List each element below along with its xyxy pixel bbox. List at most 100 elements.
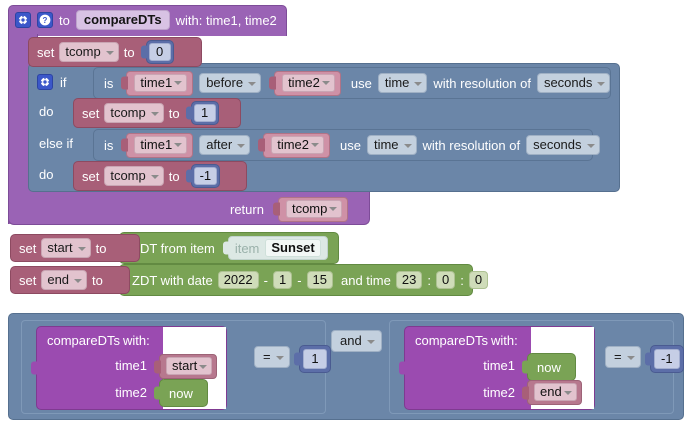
gear-icon[interactable] (15, 12, 31, 28)
variable-name: time1 (140, 136, 173, 152)
variable-name: start (172, 358, 198, 373)
do-label: do (39, 167, 54, 182)
return-variable-block[interactable]: tcomp (277, 196, 349, 222)
variable-name: end (47, 272, 70, 287)
procedure-header-content: ? to compareDTs with: time1, time2 (15, 9, 277, 31)
number-value[interactable]: 1 (193, 104, 216, 122)
number-block-compare-left[interactable]: 1 (299, 345, 331, 373)
number-value[interactable]: 0 (148, 43, 171, 61)
variable-dropdown-time1[interactable]: time1 (126, 70, 194, 96)
day-field[interactable]: 15 (306, 271, 333, 289)
time-colon-2: : (460, 272, 464, 288)
datetime-compare-block-2[interactable]: is time1 after time2 use time with resol… (93, 129, 600, 161)
set-label: set (82, 168, 100, 184)
arg-label-time1: time1 (483, 358, 515, 373)
number-block-1[interactable]: 1 (190, 101, 219, 125)
help-icon[interactable]: ? (37, 12, 53, 28)
gear-icon[interactable] (37, 74, 53, 90)
now-label: now (169, 385, 193, 401)
year-field[interactable]: 2022 (217, 271, 259, 289)
to-label: to (168, 168, 180, 184)
call-label: compareDTs (415, 333, 488, 348)
if-elseif-control-block[interactable]: if is time1 before time2 use (28, 63, 620, 192)
if-label: if (60, 74, 67, 90)
now-block-right[interactable]: now (527, 353, 576, 381)
operator-label: before (206, 75, 244, 90)
hour-field[interactable]: 23 (395, 271, 423, 289)
item-block-sunset[interactable]: item Sunset (227, 236, 328, 260)
arg-value-start[interactable]: start (159, 354, 218, 379)
set-tcomp-1-block[interactable]: set tcomp to 1 (73, 98, 241, 128)
and-dropdown[interactable]: and (331, 330, 382, 352)
procedure-name-field[interactable]: compareDTs (75, 10, 170, 30)
variable-dropdown-tcomp[interactable]: tcomp (59, 42, 119, 62)
number-block-minus1[interactable]: -1 (190, 164, 221, 188)
resolution-dropdown-seconds[interactable]: seconds (536, 73, 611, 93)
call-comparedts-block-left[interactable]: compareDTs with: time1 start time2 now (36, 326, 227, 410)
set-tcomp-minus1-block[interactable]: set tcomp to -1 (73, 161, 247, 191)
variable-dropdown-time2[interactable]: time2 (274, 70, 341, 96)
number-value[interactable]: 1 (303, 349, 327, 369)
number-block-compare-right[interactable]: -1 (650, 345, 684, 373)
variable-name-inner: time2 (282, 73, 335, 92)
number-value[interactable]: -1 (193, 167, 218, 185)
zdt-from-item-block[interactable]: ZDT from item item Sunset (119, 232, 339, 264)
return-label: return (230, 201, 264, 217)
svg-text:?: ? (43, 16, 48, 25)
variable-dropdown-start[interactable]: start (41, 238, 91, 258)
resolution-value: seconds (533, 137, 582, 152)
set-end-block[interactable]: set end to (10, 266, 130, 294)
call-comparedts-block-right[interactable]: compareDTs with: time1 now time2 end (404, 326, 595, 410)
comparison-operator: = (263, 349, 271, 364)
resolution-label: with resolution of (422, 137, 521, 153)
elseif-label: else if (39, 136, 73, 151)
variable-name: end (540, 384, 562, 399)
variable-dropdown-end[interactable]: end (41, 270, 88, 290)
logic-compare-block-right[interactable]: compareDTs with: time1 now time2 end = (389, 320, 684, 414)
use-dropdown-time[interactable]: time (377, 73, 428, 93)
resolution-dropdown-seconds[interactable]: seconds (526, 135, 600, 155)
to-label: to (92, 272, 103, 288)
variable-name: start (47, 240, 73, 255)
month-field[interactable]: 1 (272, 271, 293, 289)
operator-dropdown-after[interactable]: after (199, 135, 251, 155)
variable-name-inner: time1 (134, 73, 188, 92)
set-label: set (37, 44, 55, 60)
item-value[interactable]: Sunset (265, 239, 321, 257)
minute-field[interactable]: 0 (435, 271, 456, 289)
variable-dropdown-tcomp[interactable]: tcomp (104, 166, 164, 186)
and-expression-block[interactable]: compareDTs with: time1 start time2 now (8, 313, 684, 420)
variable-name-inner: tcomp (285, 199, 343, 218)
variable-name-inner: start (166, 357, 213, 375)
operator-dropdown-before[interactable]: before (199, 73, 262, 93)
logic-compare-block-left[interactable]: compareDTs with: time1 start time2 now (21, 320, 331, 414)
return-row: return tcomp (230, 196, 349, 222)
use-dropdown-time[interactable]: time (366, 135, 417, 155)
number-value[interactable]: -1 (654, 349, 680, 369)
variable-dropdown-tcomp[interactable]: tcomp (104, 103, 164, 123)
arg-value-end[interactable]: end (527, 380, 582, 405)
variable-dropdown-time1[interactable]: time1 (126, 132, 194, 158)
variable-name: time2 (288, 74, 320, 90)
second-field[interactable]: 0 (468, 271, 489, 289)
zdt-with-date-block[interactable]: ZDT with date 2022 - 1 - 15 and time 23 … (119, 264, 489, 296)
set-tcomp-init-block[interactable]: set tcomp to 0 (28, 37, 202, 67)
variable-name: tcomp (110, 168, 146, 183)
use-label: use (350, 75, 372, 91)
comparison-operator: = (614, 349, 622, 364)
comparison-dropdown-left[interactable]: = (254, 346, 290, 368)
comparison-dropdown-right[interactable]: = (605, 346, 641, 368)
variable-name: tcomp (65, 44, 101, 59)
datetime-compare-block-1[interactable]: is time1 before time2 use time with reso… (93, 67, 611, 99)
date-dash-1: - (263, 272, 268, 288)
now-block-left[interactable]: now (159, 379, 208, 407)
to-label: to (123, 44, 135, 60)
variable-name-inner: end (534, 383, 577, 401)
do-label: do (39, 104, 54, 119)
set-start-block[interactable]: set start to (10, 234, 140, 262)
procedure-definition-block[interactable]: ? to compareDTs with: time1, time2 set t… (8, 5, 668, 225)
with-label: with: (123, 333, 150, 348)
number-block-0[interactable]: 0 (145, 40, 174, 64)
variable-dropdown-time2[interactable]: time2 (263, 132, 330, 158)
